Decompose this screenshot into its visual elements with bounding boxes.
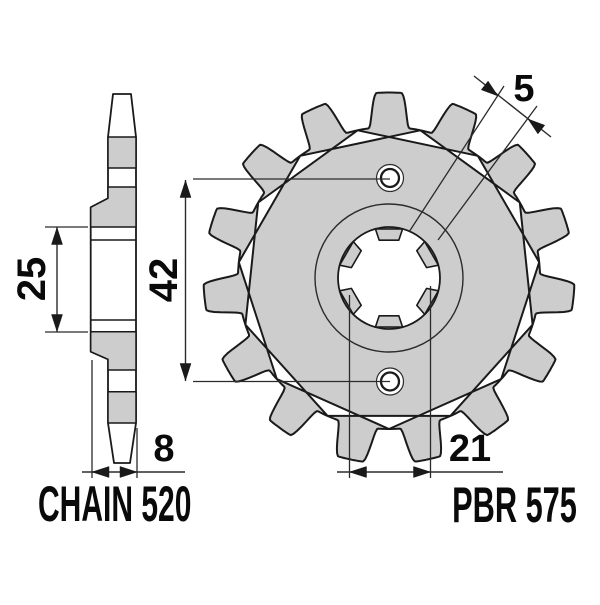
dimension-tooth-thickness: 5 — [513, 68, 535, 110]
side-section-band — [107, 390, 137, 424]
spline-tooth — [374, 228, 404, 241]
dimension-hole-spacing: 42 — [142, 257, 186, 303]
part-number-label: PBR 575 — [452, 477, 577, 533]
extension-line — [437, 105, 538, 241]
dimension-arrowhead — [51, 314, 63, 332]
spline-tooth — [338, 240, 362, 269]
side-section-band — [89, 330, 137, 371]
side-section-band — [107, 136, 137, 169]
spline-tooth — [416, 240, 440, 269]
chain-size-label: CHAIN 520 — [38, 476, 192, 532]
dimension-arrowhead — [527, 118, 545, 135]
spline-tooth — [338, 287, 362, 316]
dimension-arrowhead — [51, 227, 63, 245]
extension-line — [408, 85, 505, 233]
spline-tooth — [374, 315, 404, 328]
dimension-hub-width: 8 — [153, 428, 175, 470]
dimension-arrowhead — [413, 466, 431, 478]
dimension-arrowhead — [179, 363, 192, 381]
dimension-arrowhead — [91, 466, 110, 478]
dimension-arrowhead — [349, 466, 367, 478]
dimension-arrowhead — [481, 80, 499, 97]
face-hole-inner — [379, 167, 401, 189]
side-section-band — [89, 186, 137, 228]
dimension-bore-diameter: 21 — [448, 428, 492, 470]
bore-circle — [337, 226, 441, 330]
hub-circle — [314, 203, 464, 353]
dimension-arrowhead — [119, 466, 138, 478]
dimension-arrowhead — [179, 180, 192, 198]
dimension-hub-section: 25 — [10, 256, 54, 302]
